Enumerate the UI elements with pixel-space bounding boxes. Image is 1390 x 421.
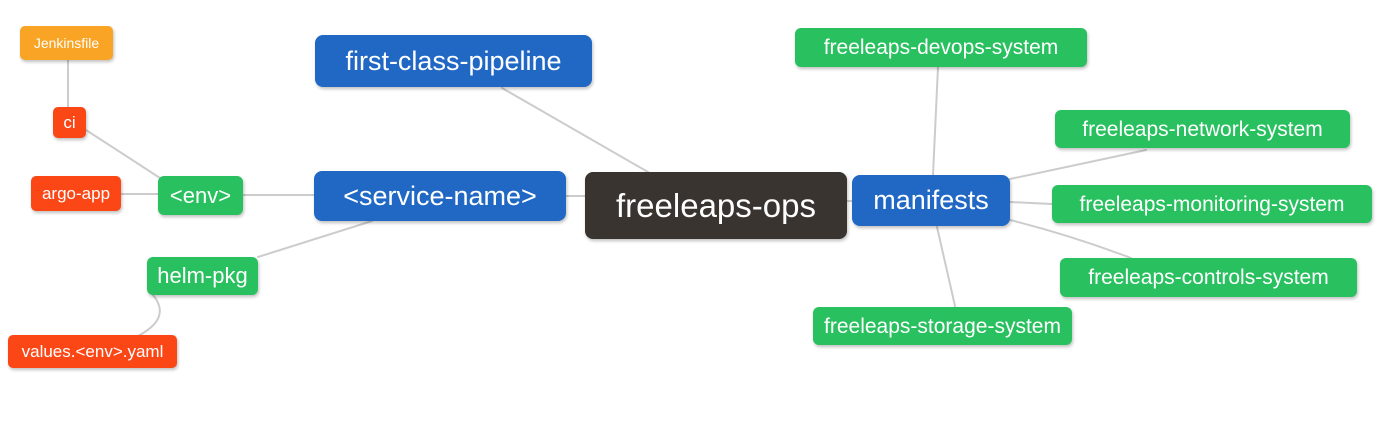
edge-first-class-pipeline-root xyxy=(501,87,649,173)
edge-service-name-helm-pkg xyxy=(257,220,373,258)
edge-manifests-devops xyxy=(932,66,939,176)
node-freeleaps-controls-system[interactable]: freeleaps-controls-system xyxy=(1060,258,1357,297)
node-freeleaps-devops-system[interactable]: freeleaps-devops-system xyxy=(795,28,1087,67)
node-freeleaps-monitoring-system[interactable]: freeleaps-monitoring-system xyxy=(1052,185,1372,223)
edge-manifests-controls xyxy=(1009,219,1132,259)
node-argo-app[interactable]: argo-app xyxy=(31,176,121,211)
edge-helm-pkg-values xyxy=(137,294,161,337)
edge-manifests-storage xyxy=(936,226,956,307)
node-ci[interactable]: ci xyxy=(53,107,86,138)
node-jenkinsfile[interactable]: Jenkinsfile xyxy=(20,26,113,60)
node-freeleaps-ops-root[interactable]: freeleaps-ops xyxy=(585,172,847,239)
node-first-class-pipeline[interactable]: first-class-pipeline xyxy=(315,35,592,87)
edge-ci-env xyxy=(85,129,161,179)
node-freeleaps-network-system[interactable]: freeleaps-network-system xyxy=(1055,110,1350,148)
node-helm-pkg[interactable]: helm-pkg xyxy=(147,257,258,295)
node-freeleaps-storage-system[interactable]: freeleaps-storage-system xyxy=(813,307,1072,345)
node-values-env-yaml[interactable]: values.<env>.yaml xyxy=(8,335,177,368)
node-env[interactable]: <env> xyxy=(158,176,243,215)
edge-manifests-network xyxy=(1009,149,1147,180)
node-manifests[interactable]: manifests xyxy=(852,175,1010,226)
edge-manifests-monitoring xyxy=(1009,201,1053,205)
node-service-name[interactable]: <service-name> xyxy=(314,171,566,221)
